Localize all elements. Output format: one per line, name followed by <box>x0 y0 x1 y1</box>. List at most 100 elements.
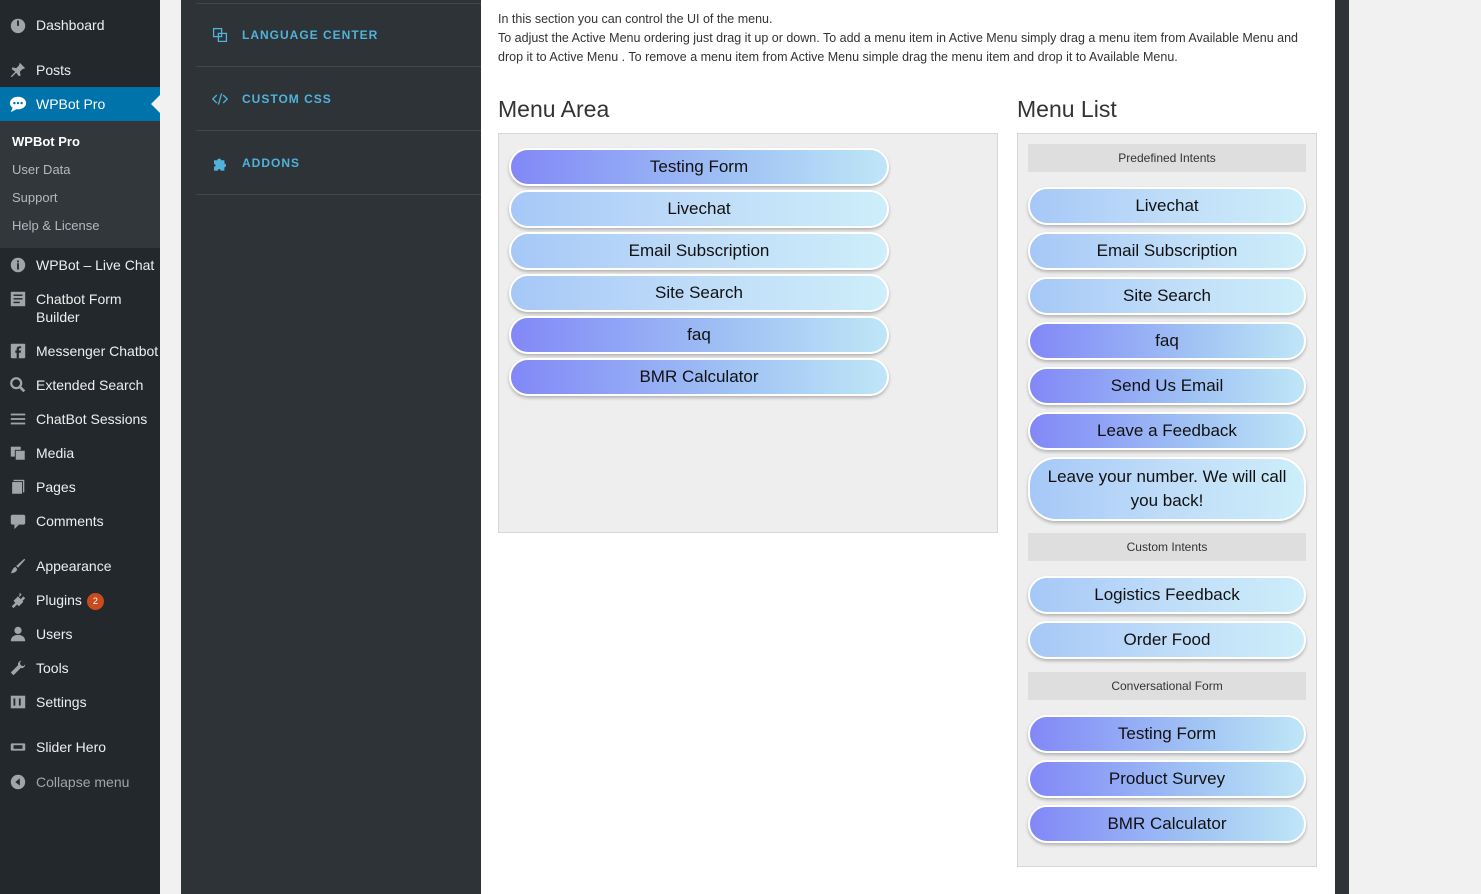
collapse-menu-label: Collapse menu <box>36 774 130 790</box>
description-line-1: In this section you can control the UI o… <box>498 12 773 26</box>
menu-settings[interactable]: Settings <box>0 693 160 711</box>
tab-addons[interactable]: ADDONS <box>196 131 481 195</box>
puzzle-icon <box>212 155 242 171</box>
menu-settings-content: In this section you can control the UI o… <box>481 0 1335 894</box>
menu-messenger-chatbot-label: Messenger Chatbot <box>36 343 159 359</box>
menu-chatbot-form-builder-label: Chatbot Form Builder <box>36 291 122 325</box>
active-menu-item[interactable]: faq <box>509 316 889 354</box>
admin-sidebar: Dashboard Posts WPBot Pro WPBot Pro User… <box>0 0 160 894</box>
active-menu-item[interactable]: Livechat <box>509 190 889 228</box>
paintbrush-icon <box>0 557 36 575</box>
settings-tab-panel: LANGUAGE CENTER CUSTOM CSS ADDONS <box>181 0 481 894</box>
collapse-menu-button[interactable]: Collapse menu <box>0 773 160 791</box>
menu-slider-hero[interactable]: Slider Hero <box>0 738 160 756</box>
submenu-help-license[interactable]: Help & License <box>12 218 100 233</box>
custom-intents-header: Custom Intents <box>1028 533 1306 561</box>
menu-wpbot-pro[interactable]: WPBot Pro <box>0 87 160 121</box>
chat-bubble-icon <box>0 95 36 113</box>
menu-chatbot-sessions[interactable]: ChatBot Sessions <box>0 410 160 428</box>
user-icon <box>0 625 36 643</box>
menu-appearance-label: Appearance <box>36 558 112 574</box>
pin-icon <box>0 61 36 79</box>
menu-appearance[interactable]: Appearance <box>0 557 160 575</box>
available-menu-item[interactable]: Livechat <box>1028 187 1306 225</box>
menu-slider-hero-label: Slider Hero <box>36 739 107 755</box>
facebook-icon <box>0 342 36 360</box>
available-menu-item[interactable]: Email Subscription <box>1028 232 1306 270</box>
menu-live-chat[interactable]: WPBot – Live Chat <box>0 256 160 274</box>
slider-icon <box>0 738 36 756</box>
active-menu-item[interactable]: Email Subscription <box>509 232 889 270</box>
menu-posts-label: Posts <box>36 62 72 78</box>
plugins-update-badge: 2 <box>86 593 104 610</box>
available-menu-item[interactable]: Order Food <box>1028 621 1306 659</box>
active-menu-item[interactable]: Testing Form <box>509 148 889 186</box>
media-icon <box>0 444 36 462</box>
menu-pages-label: Pages <box>36 479 76 495</box>
available-menu-item[interactable]: faq <box>1028 322 1306 360</box>
available-menu-item[interactable]: Product Survey <box>1028 760 1306 798</box>
menu-pages[interactable]: Pages <box>0 478 160 496</box>
available-menu-item[interactable]: Logistics Feedback <box>1028 576 1306 614</box>
menu-settings-label: Settings <box>36 694 87 710</box>
menu-area-title: Menu Area <box>498 96 610 122</box>
tab-language-center-label: LANGUAGE CENTER <box>242 28 379 42</box>
menu-tools-label: Tools <box>36 660 69 676</box>
pages-icon <box>0 478 36 496</box>
list-icon <box>0 410 36 428</box>
menu-list-dropzone[interactable]: Predefined Intents Livechat Email Subscr… <box>1017 133 1317 867</box>
wrench-icon <box>0 659 36 677</box>
active-menu-item[interactable]: Site Search <box>509 274 889 312</box>
submenu-wpbot-pro[interactable]: WPBot Pro <box>12 134 80 149</box>
active-menu-item[interactable]: BMR Calculator <box>509 358 889 396</box>
tab-custom-css[interactable]: CUSTOM CSS <box>196 67 481 131</box>
menu-messenger-chatbot[interactable]: Messenger Chatbot <box>0 342 160 360</box>
menu-chatbot-sessions-label: ChatBot Sessions <box>36 411 148 427</box>
available-menu-item[interactable]: Send Us Email <box>1028 367 1306 405</box>
description-line-2: To adjust the Active Menu ordering just … <box>498 31 1298 64</box>
available-menu-item[interactable]: Testing Form <box>1028 715 1306 753</box>
comment-icon <box>0 512 36 530</box>
available-menu-item[interactable]: BMR Calculator <box>1028 805 1306 843</box>
menu-extended-search[interactable]: Extended Search <box>0 376 160 394</box>
available-menu-item[interactable]: Site Search <box>1028 277 1306 315</box>
menu-wpbot-pro-label: WPBot Pro <box>36 96 106 112</box>
menu-media[interactable]: Media <box>0 444 160 462</box>
predefined-intents-header: Predefined Intents <box>1028 144 1306 172</box>
available-menu-item[interactable]: Leave a Feedback <box>1028 412 1306 450</box>
menu-live-chat-label: WPBot – Live Chat <box>36 257 155 273</box>
menu-users[interactable]: Users <box>0 625 160 643</box>
settings-sliders-icon <box>0 693 36 711</box>
wpbot-submenu: WPBot Pro User Data Support Help & Licen… <box>0 121 160 248</box>
collapse-arrow-icon <box>0 773 36 791</box>
section-description: In this section you can control the UI o… <box>498 10 1318 67</box>
menu-media-label: Media <box>36 445 75 461</box>
menu-extended-search-label: Extended Search <box>36 377 144 393</box>
plugins-text: Plugins <box>36 592 82 608</box>
submenu-user-data[interactable]: User Data <box>12 162 71 177</box>
menu-chatbot-form-builder[interactable]: Chatbot Form Builder <box>0 290 160 326</box>
dashboard-icon <box>0 16 36 34</box>
tab-addons-label: ADDONS <box>242 155 301 170</box>
menu-posts[interactable]: Posts <box>0 61 160 79</box>
form-icon <box>0 290 36 308</box>
submenu-support[interactable]: Support <box>12 190 58 205</box>
tab-language-center[interactable]: LANGUAGE CENTER <box>196 3 481 67</box>
translate-icon <box>212 27 242 43</box>
menu-tools[interactable]: Tools <box>0 659 160 677</box>
menu-dashboard[interactable]: Dashboard <box>0 16 160 34</box>
tab-custom-css-label: CUSTOM CSS <box>242 91 332 106</box>
menu-comments[interactable]: Comments <box>0 512 160 530</box>
menu-comments-label: Comments <box>36 513 104 529</box>
conversational-form-header: Conversational Form <box>1028 672 1306 700</box>
available-menu-item[interactable]: Leave your number. We will call you back… <box>1028 457 1306 521</box>
right-panel-edge <box>1335 0 1349 894</box>
menu-users-label: Users <box>36 626 73 642</box>
code-icon <box>212 91 242 107</box>
menu-area-dropzone[interactable]: Testing Form Livechat Email Subscription… <box>498 133 998 533</box>
info-icon <box>0 256 36 274</box>
menu-dashboard-label: Dashboard <box>36 17 105 33</box>
menu-list-title: Menu List <box>1017 96 1117 122</box>
